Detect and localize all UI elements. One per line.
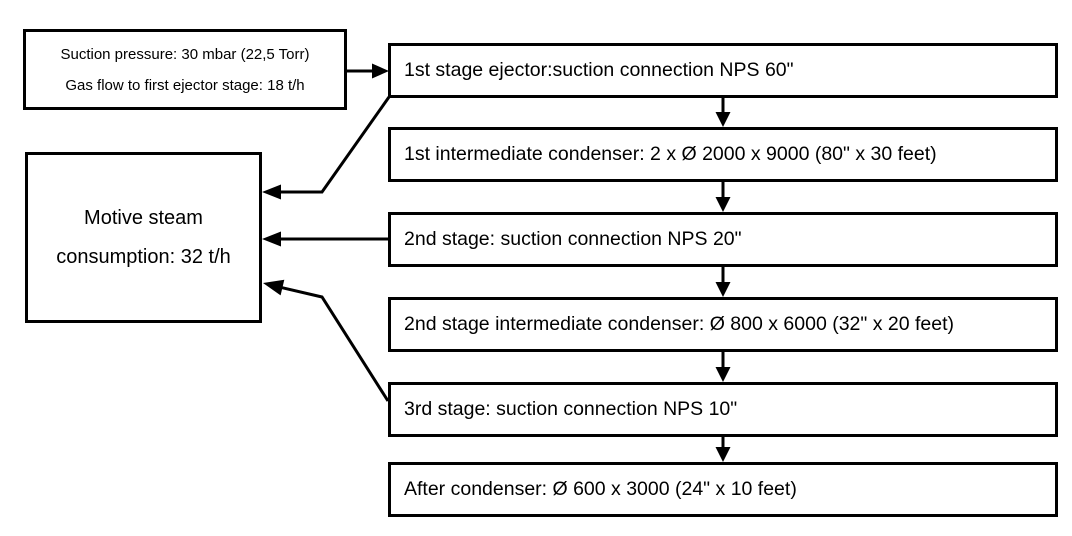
stage-label: 1st intermediate condenser: 2 x Ø 2000 x… xyxy=(404,143,937,165)
box-1st-stage-ejector: 1st stage ejector:suction connection NPS… xyxy=(388,43,1058,98)
arrow-condenser2-to-stage3 xyxy=(715,351,731,382)
arrow-stage3-to-steam xyxy=(263,279,390,402)
arrow-stage2-to-condenser2 xyxy=(715,266,731,297)
arrow-stage1-to-steam xyxy=(262,96,391,200)
suction-pressure-text: Suction pressure: 30 mbar (22,5 Torr) xyxy=(60,45,310,63)
stage-label: 1st stage ejector:suction connection NPS… xyxy=(404,59,794,81)
stage-label: After condenser: Ø 600 x 3000 (24" x 10 … xyxy=(404,478,797,500)
arrow-suction-to-stage1 xyxy=(347,63,389,79)
box-after-condenser: After condenser: Ø 600 x 3000 (24" x 10 … xyxy=(388,462,1058,517)
arrow-condenser1-to-stage2 xyxy=(715,181,731,212)
arrow-stage3-to-aftercondenser xyxy=(715,436,731,462)
suction-info-box: Suction pressure: 30 mbar (22,5 Torr) Ga… xyxy=(23,29,347,110)
gas-flow-text: Gas flow to first ejector stage: 18 t/h xyxy=(65,76,305,94)
motive-steam-box: Motive steam consumption: 32 t/h xyxy=(25,152,262,323)
steam-text-line1: Motive steam xyxy=(84,206,203,229)
box-1st-intermediate-condenser: 1st intermediate condenser: 2 x Ø 2000 x… xyxy=(388,127,1058,182)
box-3rd-stage: 3rd stage: suction connection NPS 10" xyxy=(388,382,1058,437)
stage-label: 2nd stage intermediate condenser: Ø 800 … xyxy=(404,313,955,335)
steam-text-line2: consumption: 32 t/h xyxy=(56,245,231,268)
arrow-stage2-to-steam xyxy=(262,231,388,247)
box-2nd-stage: 2nd stage: suction connection NPS 20" xyxy=(388,212,1058,267)
stage-label: 2nd stage: suction connection NPS 20" xyxy=(404,228,742,250)
stage-label: 3rd stage: suction connection NPS 10" xyxy=(404,398,738,420)
box-2nd-stage-intermediate-condenser: 2nd stage intermediate condenser: Ø 800 … xyxy=(388,297,1058,352)
arrow-stage1-to-condenser1 xyxy=(715,97,731,127)
